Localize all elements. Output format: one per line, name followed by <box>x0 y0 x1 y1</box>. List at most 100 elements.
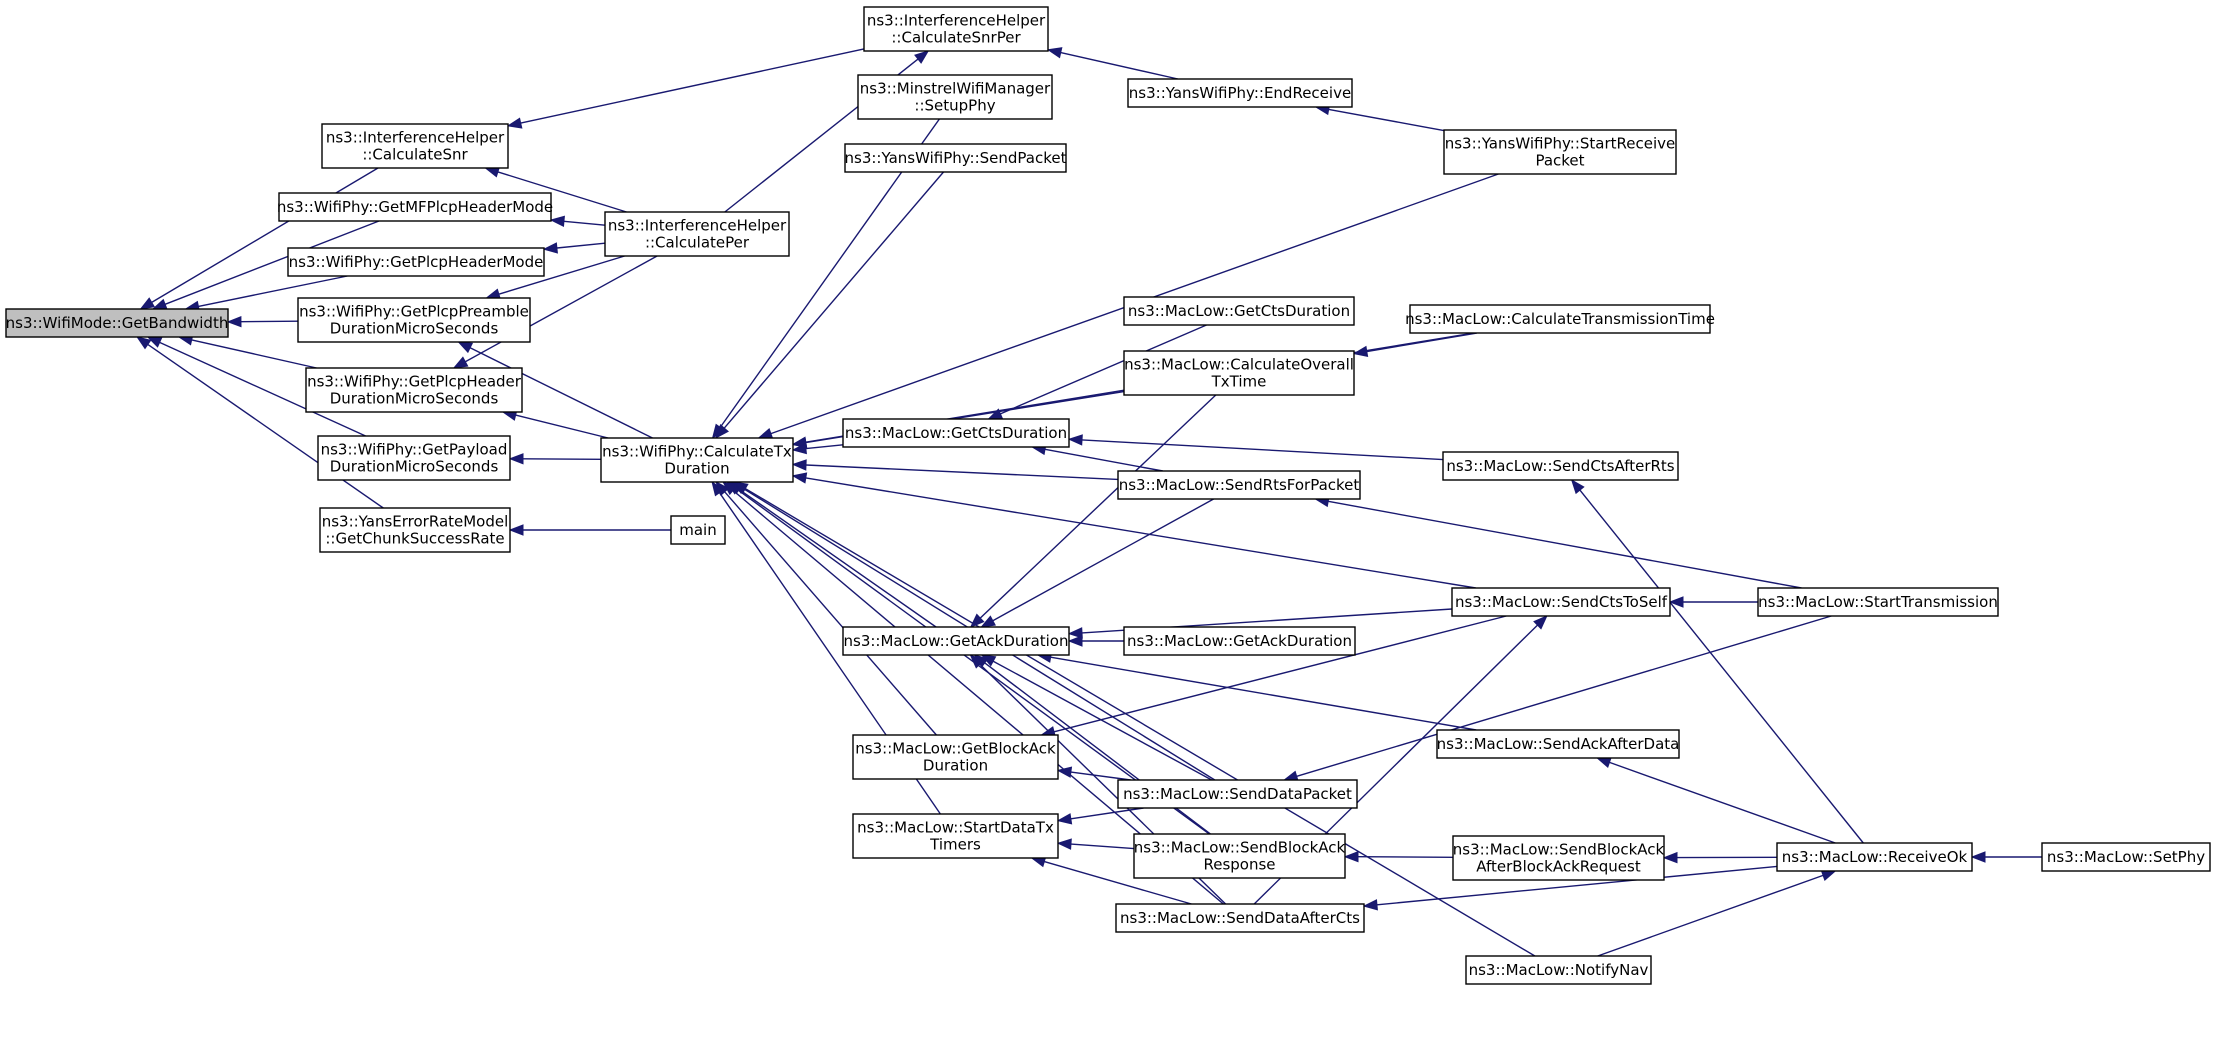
arrowhead-icon <box>136 336 152 350</box>
arrowhead-icon <box>714 424 729 440</box>
edge-line <box>191 339 317 369</box>
node-payload[interactable]: ns3::WifiPhy::GetPayloadDurationMicroSec… <box>317 435 511 481</box>
arrowhead-icon <box>969 654 985 669</box>
node-label: ns3::WifiPhy::CalculateTx <box>602 443 792 461</box>
node-send-block-ack-req[interactable]: ns3::MacLow::SendBlockAckAfterBlockAckRe… <box>1452 835 1665 881</box>
edge-header_dur-to-root <box>177 334 317 369</box>
edge-line <box>1060 51 1179 80</box>
node-box <box>1123 626 1356 656</box>
edge-line <box>1081 439 1444 461</box>
node-label: ns3::MacLow::StartTransmission <box>1758 593 1998 611</box>
edge-end_recv-to-ih_snrper <box>1046 47 1179 80</box>
edge-ih_per-to-header_dur <box>452 255 658 369</box>
arrowhead-icon <box>226 315 242 328</box>
edge-line <box>522 458 602 460</box>
arrowhead-icon <box>1662 851 1678 864</box>
node-send-data-pkt[interactable]: ns3::MacLow::SendDataPacket <box>1117 779 1358 809</box>
node-send-data-cts[interactable]: ns3::MacLow::SendDataAfterCts <box>1115 903 1365 933</box>
node-box <box>319 507 511 553</box>
node-get-ack2[interactable]: ns3::MacLow::GetAckDuration <box>1123 626 1356 656</box>
node-label: ns3::MacLow::GetAckDuration <box>1127 632 1352 650</box>
node-label: ns3::MacLow::SendBlockAck <box>1453 841 1665 859</box>
node-label: ns3::InterferenceHelper <box>326 129 505 147</box>
node-label: TxTime <box>1211 373 1267 391</box>
edge-line <box>1579 489 1864 844</box>
node-label: ::CalculatePer <box>645 234 750 252</box>
node-set-phy[interactable]: ns3::MacLow::SetPhy <box>2041 842 2211 872</box>
arrowhead-icon <box>791 459 807 471</box>
call-edges <box>136 47 2042 957</box>
node-minstrel[interactable]: ns3::MinstrelWifiManager::SetupPhy <box>857 74 1053 120</box>
edge-send_ack_data-to-get_ack <box>1036 651 1477 731</box>
node-yans-err[interactable]: ns3::YansErrorRateModel::GetChunkSuccess… <box>319 507 511 553</box>
arrowhead-icon <box>508 524 524 536</box>
node-header-dur[interactable]: ns3::WifiPhy::GetPlcpHeaderDurationMicro… <box>305 367 523 413</box>
edge-line <box>498 255 625 295</box>
edge-line <box>147 343 384 509</box>
node-mf-mode[interactable]: ns3::WifiPhy::GetMFPlcpHeaderMode <box>277 192 553 222</box>
arrowhead-icon <box>1056 766 1073 778</box>
node-yans-send[interactable]: ns3::YansWifiPhy::SendPacket <box>844 143 1067 173</box>
node-box <box>600 437 794 483</box>
node-root[interactable]: ns3::WifiMode::GetBandwidth <box>5 308 229 338</box>
edge-calc_trans-to-calc_overall <box>1352 332 1477 358</box>
node-send-cts-rts[interactable]: ns3::MacLow::SendCtsAfterRts <box>1442 451 1679 481</box>
node-label: ns3::InterferenceHelper <box>867 12 1046 30</box>
node-label: ns3::MacLow::SendCtsAfterRts <box>1446 457 1674 475</box>
call-nodes: ns3::WifiMode::GetBandwidth ns3::Interfer… <box>5 6 2211 985</box>
edge-line <box>164 220 380 305</box>
node-plcp-mode[interactable]: ns3::WifiPhy::GetPlcpHeaderMode <box>287 247 545 277</box>
node-send-rts[interactable]: ns3::MacLow::SendRtsForPacket <box>1117 470 1361 500</box>
node-main[interactable]: main <box>670 515 726 545</box>
edge-line <box>159 341 366 437</box>
node-label: ns3::MacLow::GetAckDuration <box>844 632 1069 650</box>
node-box <box>1123 350 1355 396</box>
edge-get_ack-to-calc_tx <box>727 481 937 628</box>
node-get-ack[interactable]: ns3::MacLow::GetAckDuration <box>842 626 1070 656</box>
node-ih-snrper[interactable]: ns3::InterferenceHelper::CalculateSnrPer <box>863 6 1049 52</box>
node-send-cts-self[interactable]: ns3::MacLow::SendCtsToSelf <box>1451 587 1671 617</box>
node-box <box>852 813 1059 859</box>
edge-line <box>198 275 348 308</box>
node-label: ns3::WifiPhy::GetMFPlcpHeaderMode <box>277 198 553 216</box>
node-label: ns3::MacLow::SetPhy <box>2047 848 2205 866</box>
node-preamble[interactable]: ns3::WifiPhy::GetPlcpPreambleDurationMic… <box>297 297 531 343</box>
arrowhead-icon <box>1046 47 1063 59</box>
node-box <box>1117 470 1361 500</box>
node-label: ns3::YansErrorRateModel <box>322 513 509 531</box>
edge-line <box>1053 615 1507 733</box>
edge-line <box>1050 656 1477 731</box>
node-box <box>297 297 531 343</box>
edge-ih_per-to-plcp_mode <box>542 242 606 254</box>
node-send-ack-data[interactable]: ns3::MacLow::SendAckAfterData <box>1436 729 1680 759</box>
edge-calc_overall-to-get_ack <box>969 394 1217 628</box>
node-notify-nav[interactable]: ns3::MacLow::NotifyNav <box>1465 955 1652 985</box>
node-ih-per[interactable]: ns3::InterferenceHelper::CalculatePer <box>604 211 790 257</box>
node-ih-snr[interactable]: ns3::InterferenceHelper::CalculateSnr <box>321 123 509 169</box>
arrowhead-icon <box>733 481 749 494</box>
node-get-cts2[interactable]: ns3::MacLow::GetCtsDuration <box>1123 296 1355 326</box>
node-label: ns3::MinstrelWifiManager <box>860 80 1051 98</box>
edge-line <box>1044 448 1163 472</box>
arrowhead-icon <box>1668 596 1684 608</box>
edge-receive_ok-to-send_cts_rts <box>1570 478 1864 844</box>
node-calc-trans[interactable]: ns3::MacLow::CalculateTransmissionTime <box>1405 304 1715 334</box>
arrowhead-icon <box>452 356 469 369</box>
edge-line <box>979 394 1217 619</box>
node-label: ns3::WifiPhy::GetPlcpPreamble <box>299 303 529 321</box>
edge-receive_ok-to-send_ack_data <box>1595 757 1836 844</box>
node-start-trans[interactable]: ns3::MacLow::StartTransmission <box>1757 587 1999 617</box>
node-receive-ok[interactable]: ns3::MacLow::ReceiveOk <box>1776 842 1973 872</box>
node-get-cts[interactable]: ns3::MacLow::GetCtsDuration <box>842 418 1070 448</box>
edge-ih_per-to-preamble <box>485 255 625 300</box>
edge-notify_nav-to-receive_ok <box>1597 870 1837 957</box>
arrowhead-icon <box>1970 851 1986 863</box>
node-label: main <box>679 521 716 539</box>
node-end-recv[interactable]: ns3::YansWifiPhy::EndReceive <box>1127 78 1353 108</box>
